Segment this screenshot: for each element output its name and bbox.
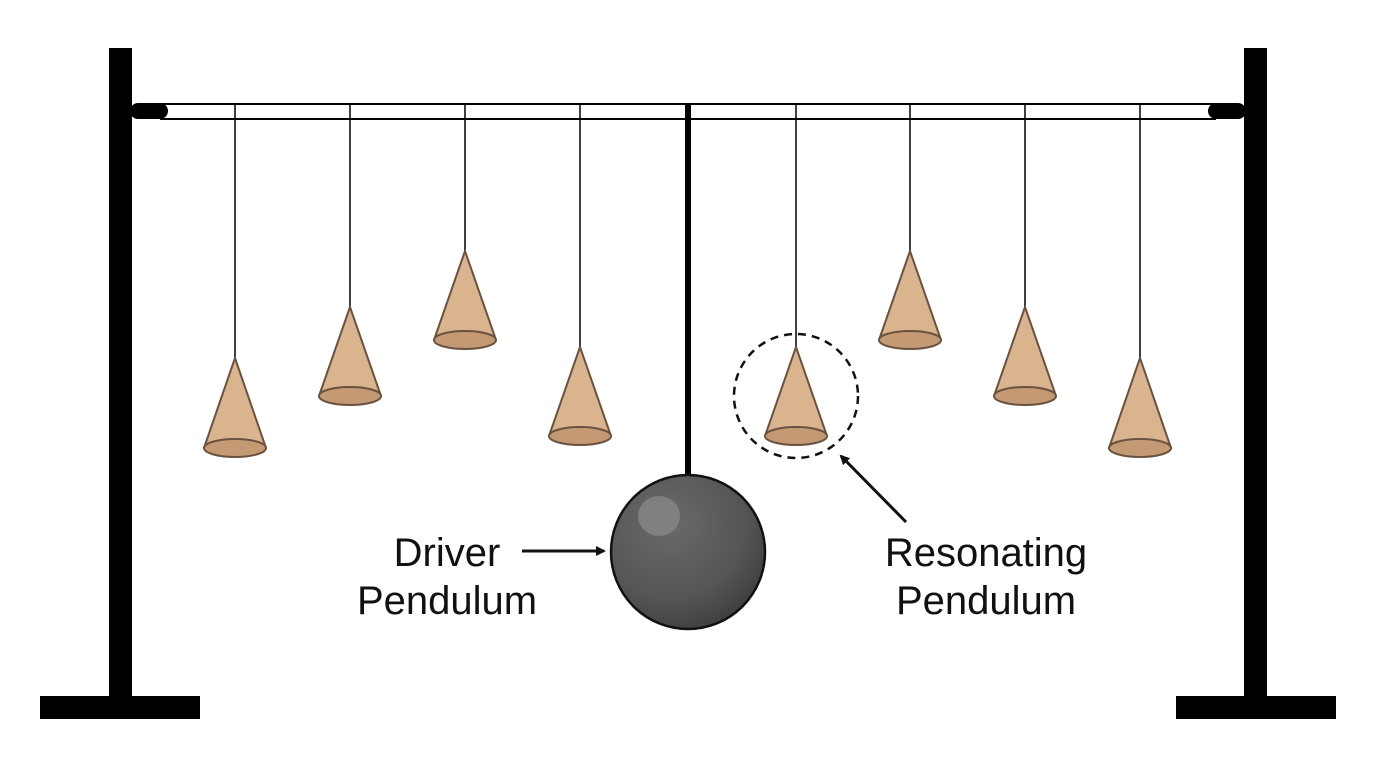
right-post (1244, 48, 1267, 718)
cone-base (318, 386, 382, 406)
cone-pendulums (203, 104, 1172, 458)
cone-bob-icon (318, 306, 382, 397)
cone-bob-icon (433, 250, 497, 341)
left-post (109, 48, 132, 718)
resonating-arrow (839, 454, 908, 524)
cone-base (1108, 438, 1172, 458)
cone-base (203, 438, 267, 458)
cone-bob-icon (1108, 357, 1172, 449)
driver-pendulum (609, 104, 767, 631)
cone-base (993, 386, 1057, 406)
cone-bob-icon (764, 346, 828, 437)
cone-pendulum-4 (548, 104, 612, 446)
driver-label-line2: Pendulum (357, 579, 537, 623)
cone-pendulum-7 (993, 104, 1057, 406)
left-bracket (130, 103, 168, 119)
cone-base (764, 426, 828, 446)
cone-bob-icon (878, 250, 942, 341)
support-frame (40, 48, 1336, 719)
right-bracket (1208, 103, 1246, 119)
left-base (40, 696, 200, 719)
cone-base (548, 426, 612, 446)
right-base (1176, 696, 1336, 719)
dashed-circle-icon (732, 332, 860, 460)
cone-pendulum-3 (433, 104, 497, 350)
cone-pendulum-6 (878, 104, 942, 350)
cone-pendulum-1 (203, 104, 267, 458)
cone-pendulum-8 (1108, 104, 1172, 458)
cone-bob-icon (993, 306, 1057, 397)
cone-pendulum-5 (764, 104, 828, 446)
cone-bob-icon (203, 357, 267, 449)
cone-base (878, 330, 942, 350)
driver-ball-highlight (638, 496, 680, 536)
driver-label-line1: Driver (394, 531, 501, 575)
cone-base (433, 330, 497, 350)
driver-ball (609, 473, 767, 631)
resonating-label-line1: Resonating (885, 531, 1087, 575)
cone-pendulum-2 (318, 104, 382, 406)
resonating-label-line2: Pendulum (896, 579, 1076, 623)
cone-bob-icon (548, 346, 612, 437)
